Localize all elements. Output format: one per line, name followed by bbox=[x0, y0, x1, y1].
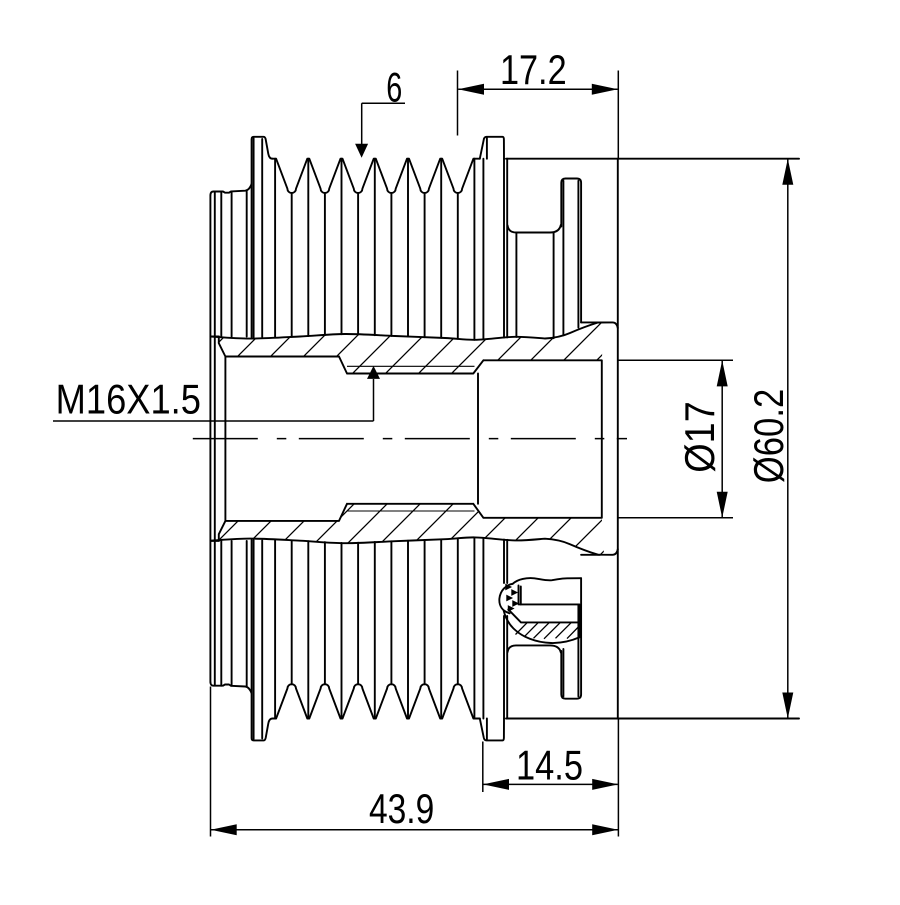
svg-text:17.2: 17.2 bbox=[500, 46, 567, 93]
svg-text:M16X1.5: M16X1.5 bbox=[56, 375, 201, 422]
svg-text:43.9: 43.9 bbox=[369, 785, 434, 832]
svg-text:14.5: 14.5 bbox=[516, 742, 583, 789]
svg-text:Ø17: Ø17 bbox=[676, 401, 723, 473]
svg-text:Ø60.2: Ø60.2 bbox=[745, 389, 792, 484]
svg-text:6: 6 bbox=[386, 64, 402, 111]
